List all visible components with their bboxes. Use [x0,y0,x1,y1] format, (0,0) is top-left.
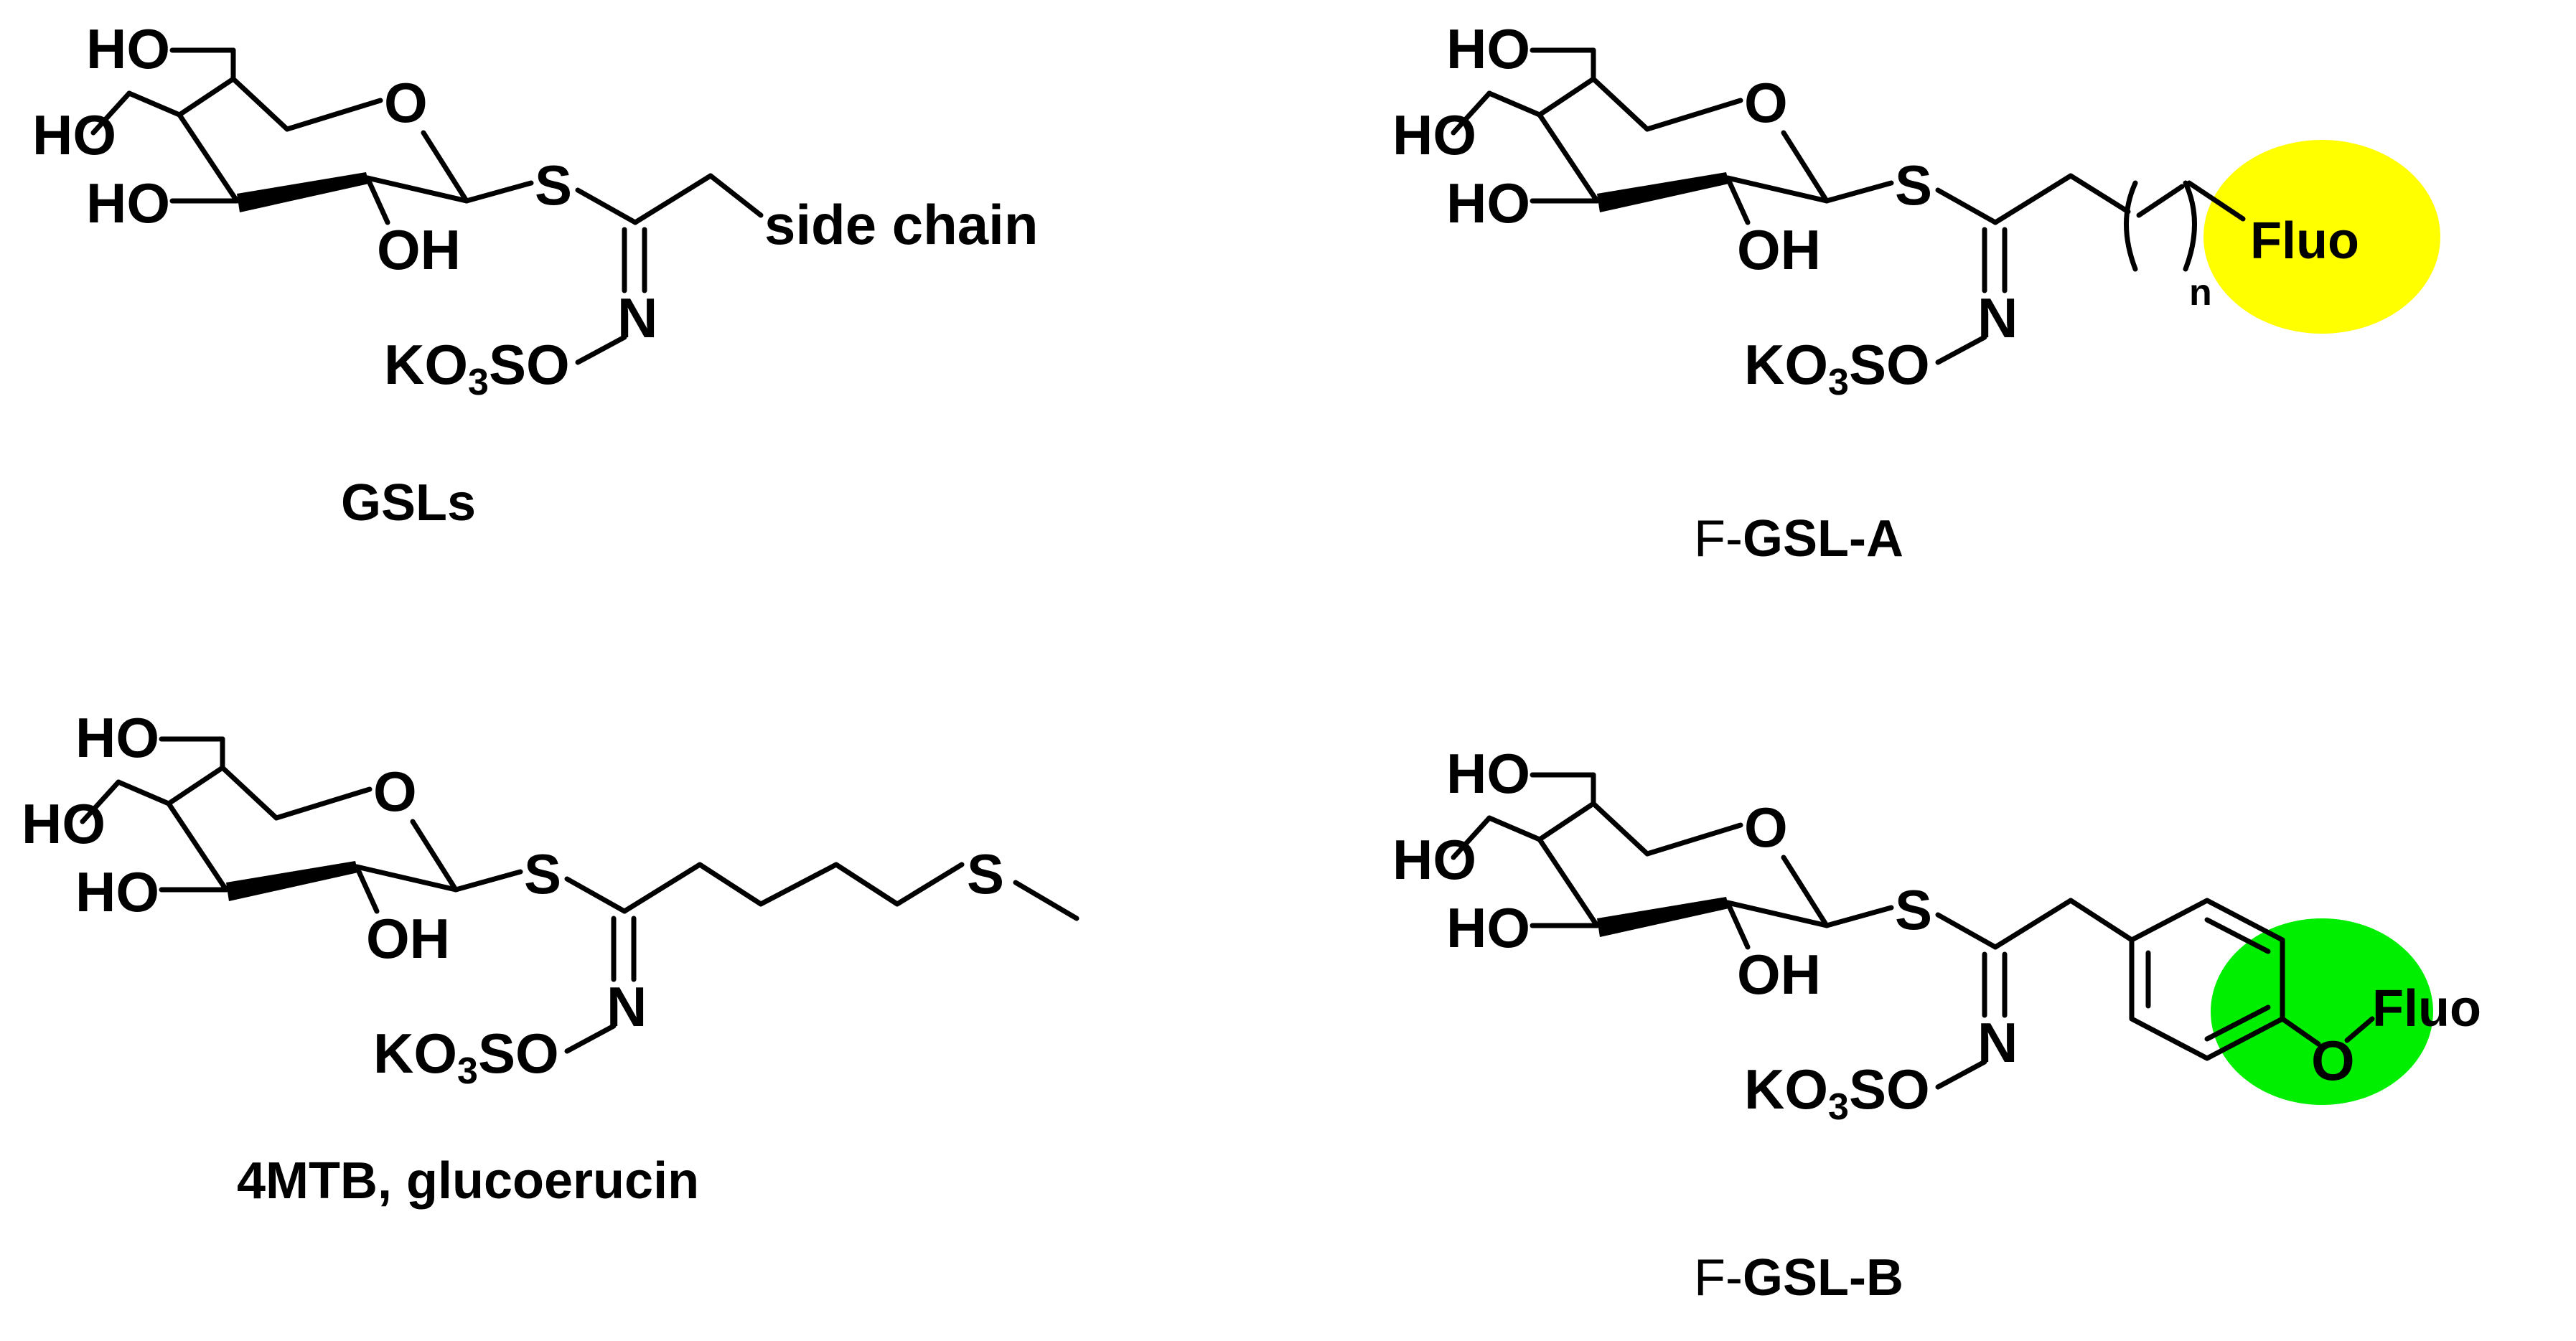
bond-ar-o [2280,1016,2321,1047]
label-ho-c4: HO [22,792,106,855]
label-ring-o: O [384,71,428,134]
label-n: N [617,286,657,349]
label-s: S [524,842,561,905]
label-ko3so: KO3SO [1744,1058,1930,1128]
ring-c6-chain [1537,76,1650,132]
bond-c4-oh [90,90,132,136]
label-n-subscript: n [2189,272,2212,314]
bond-c2-c1 [365,175,469,204]
molecule-gsls: HO HO HO OH O S N side chain KO3SO GSLs [32,17,1038,532]
label-ho-c4: HO [1392,828,1476,891]
fluorophore-blob-green [2211,918,2433,1105]
label-ko3so: KO3SO [1744,333,1930,403]
bond-c4-c3 [177,112,240,204]
label-ring-o: O [1744,71,1788,134]
bond-c-ch2 [632,173,713,225]
paren-open [2124,180,2138,272]
bond-n-o [575,334,627,365]
bond-c5-o [284,98,383,132]
wedge-c2-c3 [226,861,358,901]
molecule-fgsl-a: HO HO HO OH O S N n Fluo KO3SO F-GSL-A [1392,17,2440,568]
label-s: S [1895,878,1932,941]
ring-c6-chain [177,76,290,132]
label-fluo: Fluo [2372,980,2481,1037]
aromatic-inner-3 [2204,1004,2271,1042]
label-ko3so: KO3SO [384,333,570,403]
label-n: N [1977,286,2018,349]
label-ho-c3: HO [1446,896,1530,959]
label-ho-c6: HO [1446,17,1530,80]
label-ho-c3: HO [86,171,170,235]
label-oh-c2: OH [377,218,461,281]
bond-c4-c5 [126,90,182,118]
label-ho-c4: HO [1392,103,1476,166]
label-s: S [535,154,572,217]
label-ho-c3: HO [75,860,159,923]
label-oh-c2: OH [1737,943,1821,1006]
label-n: N [1977,1011,2018,1074]
bond-o-c1 [421,130,469,204]
molecule-fgsl-b: HO HO HO OH O S N O Fluo KO3SO F-GSL-B [1392,742,2481,1307]
label-ho-c4: HO [32,103,116,166]
caption-gsls: GSLs [341,474,476,532]
wedge-c2-c3 [1597,897,1729,937]
label-n: N [606,975,647,1038]
bond-ch2-side [708,173,764,218]
aromatic-inner-2 [2204,917,2271,954]
label-ho-c6: HO [86,17,170,80]
bond-s-methyl [1013,880,1079,921]
label-oh-c2: OH [366,907,450,970]
fluorophore-blob-yellow [2203,140,2440,334]
caption-fgsl-b: F-GSL-B [1694,1249,1903,1307]
label-ho-c6: HO [1446,742,1530,805]
bond-s-c [575,187,638,225]
label-ether-o: O [2311,1029,2355,1092]
paren-close [2183,180,2197,272]
label-ring-o: O [373,760,417,823]
label-oh-c2: OH [1737,218,1821,281]
bond-c2-oh [365,175,390,225]
label-ko3so: KO3SO [373,1022,559,1092]
wedge-c2-c3 [237,172,369,212]
bond-o-fluo [2344,1016,2375,1043]
label-ho-c6: HO [75,706,159,769]
label-fluo: Fluo [2250,212,2359,270]
label-side-chain: side chain [764,193,1038,256]
alkyl-chain [622,862,965,914]
label-ring-o: O [1744,796,1788,859]
caption-4mtb: 4MTB, glucoerucin [237,1152,699,1210]
label-s-thioether: S [967,842,1004,905]
caption-fgsl-a: F-GSL-A [1694,510,1903,568]
label-s: S [1895,154,1932,217]
molecule-4mtb: HO HO HO OH O S S N KO3SO 4MTB, glucoeru… [22,706,1079,1210]
label-ho-c3: HO [1446,171,1530,235]
wedge-c2-c3 [1597,172,1729,212]
bond-c1-s [464,180,534,204]
